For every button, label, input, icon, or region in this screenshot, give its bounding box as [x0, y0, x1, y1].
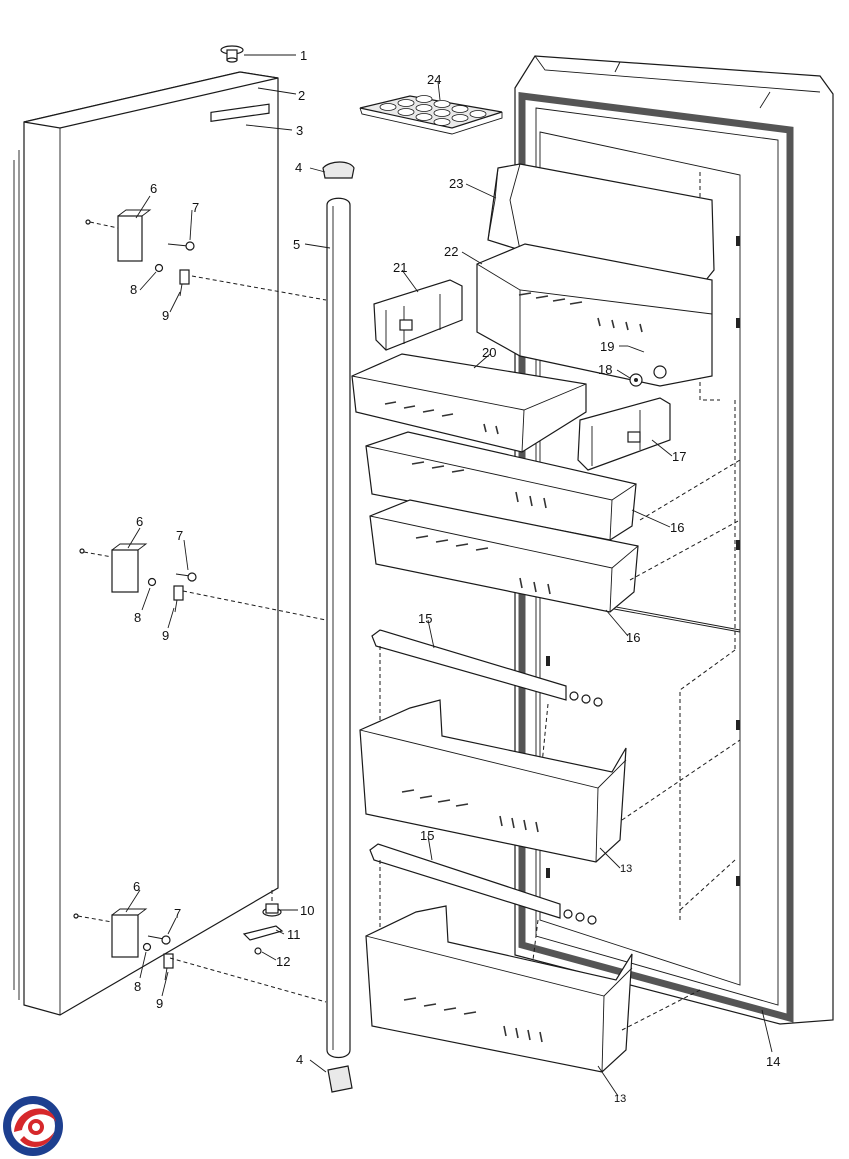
- egg-tray: [359, 95, 503, 135]
- callout-13-upper: 13: [620, 863, 632, 875]
- callout-2: 2: [298, 88, 305, 103]
- bottle-retainer-lower: [369, 843, 597, 1001]
- callout-21: 21: [393, 260, 407, 275]
- brand-swirl-logo: [3, 1096, 63, 1156]
- callout-11: 11: [287, 927, 301, 942]
- callout-20: 20: [482, 345, 496, 360]
- callout-7-top: 7: [192, 200, 199, 215]
- callout-6-top: 6: [150, 181, 157, 196]
- dairy-shelf: [476, 243, 713, 387]
- callout-7-middle: 7: [176, 528, 183, 543]
- callout-9-bottom: 9: [156, 996, 163, 1011]
- door-outer-panel: [13, 71, 279, 1016]
- pivot-clip: [627, 345, 645, 353]
- hinge-set-top: [85, 209, 195, 297]
- lower-hinge-bracket: [242, 890, 284, 955]
- callout-9-middle: 9: [162, 628, 169, 643]
- door-shelf-upper: [365, 431, 637, 541]
- callout-6-middle: 6: [136, 514, 143, 529]
- door-bin-lower: [365, 905, 633, 1073]
- alignment-lines-right: [621, 459, 741, 1031]
- callout-18: 18: [598, 362, 612, 377]
- shelf-bracket-left: [373, 279, 463, 351]
- leader-lines: [125, 54, 773, 1097]
- latch-knob: [629, 373, 643, 387]
- door-shelf-lower: [369, 499, 639, 613]
- callout-13-lower: 13: [614, 1093, 626, 1105]
- door-trim-strip: [322, 161, 355, 1093]
- callout-17: 17: [672, 449, 686, 464]
- callout-14: 14: [766, 1054, 780, 1069]
- callout-12: 12: [276, 954, 290, 969]
- callout-8-top: 8: [130, 282, 137, 297]
- callout-8-bottom: 8: [134, 979, 141, 994]
- callout-15-upper: 15: [418, 611, 432, 626]
- callout-4-top: 4: [295, 160, 302, 175]
- callout-15-lower: 15: [420, 828, 434, 843]
- door-bin-upper: [359, 699, 627, 863]
- callout-22: 22: [444, 244, 458, 259]
- hinge-pin: [220, 45, 244, 63]
- callout-5: 5: [293, 237, 300, 252]
- shelf-bracket-right: [577, 397, 671, 471]
- callout-4-bottom: 4: [296, 1052, 303, 1067]
- alignment-lines-left: [169, 275, 327, 1003]
- crisper-tray: [351, 353, 587, 453]
- callout-7-bottom: 7: [174, 906, 181, 921]
- callout-16-lower: 16: [626, 630, 640, 645]
- callout-labels: 1 2 3 4 4 5 6 6 6 7 7 7 8 8 8 9 9 9 10 1…: [130, 48, 780, 1105]
- hinge-set-bottom: [73, 908, 174, 981]
- callout-16-upper: 16: [670, 520, 684, 535]
- callout-23: 23: [449, 176, 463, 191]
- callout-8-middle: 8: [134, 610, 141, 625]
- hinge-set-middle: [79, 543, 197, 613]
- callout-19: 19: [600, 339, 614, 354]
- callout-9-top: 9: [162, 308, 169, 323]
- callout-1: 1: [300, 48, 307, 63]
- callout-6-bottom: 6: [133, 879, 140, 894]
- callout-24: 24: [427, 72, 441, 87]
- callout-3: 3: [296, 123, 303, 138]
- callout-10: 10: [300, 903, 314, 918]
